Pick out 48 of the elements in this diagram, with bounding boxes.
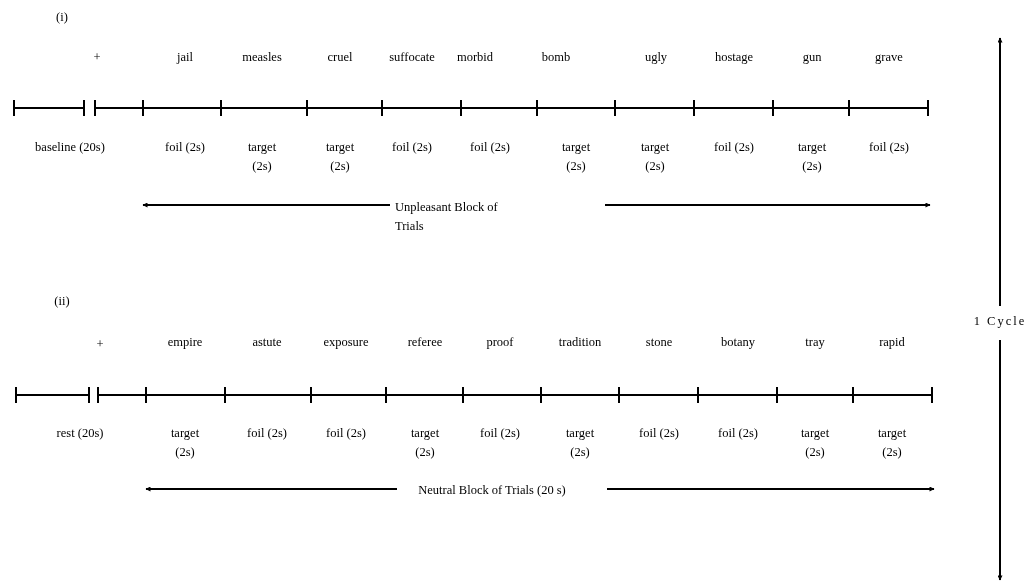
fixation-cross: +	[95, 336, 105, 353]
stimulus-word: hostage	[713, 49, 755, 66]
stimulus-word: stone	[644, 334, 674, 351]
phase-label: rest (20s)	[55, 425, 105, 442]
trial-label: target (2s)	[409, 425, 441, 461]
trial-label: target (2s)	[799, 425, 831, 461]
stimulus-word: ugly	[643, 49, 669, 66]
stimulus-word: suffocate	[388, 49, 436, 66]
stimulus-word: jail	[175, 49, 194, 66]
trial-label: foil (2s)	[868, 139, 910, 156]
trial-label: foil (2s)	[164, 139, 206, 156]
trial-label: target (2s)	[639, 139, 671, 175]
trial-label: foil (2s)	[469, 139, 511, 156]
stimulus-word: referee	[406, 334, 444, 351]
block-label: Unpleasant Block of Trials	[395, 199, 499, 235]
stimulus-word: cruel	[326, 49, 354, 66]
stimulus-word: rapid	[878, 334, 906, 351]
stimulus-word: proof	[485, 334, 515, 351]
trial-label: target (2s)	[324, 139, 356, 175]
trial-label: target (2s)	[564, 425, 596, 461]
stimulus-word: astute	[251, 334, 283, 351]
trial-label: target (2s)	[246, 139, 278, 175]
stimulus-word: exposure	[322, 334, 370, 351]
stimulus-word: morbid	[455, 49, 495, 66]
trial-label: target (2s)	[169, 425, 201, 461]
trial-label: foil (2s)	[325, 425, 367, 442]
trial-label: target (2s)	[796, 139, 828, 175]
stimulus-word: bomb	[540, 49, 572, 66]
trial-label: foil (2s)	[713, 139, 755, 156]
stimulus-word: botany	[720, 334, 756, 351]
trial-label: target (2s)	[876, 425, 908, 461]
trial-label: foil (2s)	[717, 425, 759, 442]
stimulus-word: tradition	[557, 334, 603, 351]
fixation-cross: +	[92, 49, 102, 66]
panel-label: (ii)	[53, 293, 71, 310]
stimulus-word: gun	[801, 49, 823, 66]
trial-label: foil (2s)	[479, 425, 521, 442]
stimulus-word: tray	[804, 334, 826, 351]
block-label: Neutral Block of Trials (20 s)	[417, 482, 567, 499]
stimulus-word: empire	[166, 334, 204, 351]
trial-label: foil (2s)	[246, 425, 288, 442]
phase-label: baseline (20s)	[35, 139, 105, 156]
trial-label: target (2s)	[560, 139, 592, 175]
panel-label: (i)	[55, 9, 69, 26]
trial-label: foil (2s)	[391, 139, 433, 156]
trial-label: foil (2s)	[638, 425, 680, 442]
stimulus-word: grave	[874, 49, 904, 66]
stimulus-word: measles	[241, 49, 283, 66]
